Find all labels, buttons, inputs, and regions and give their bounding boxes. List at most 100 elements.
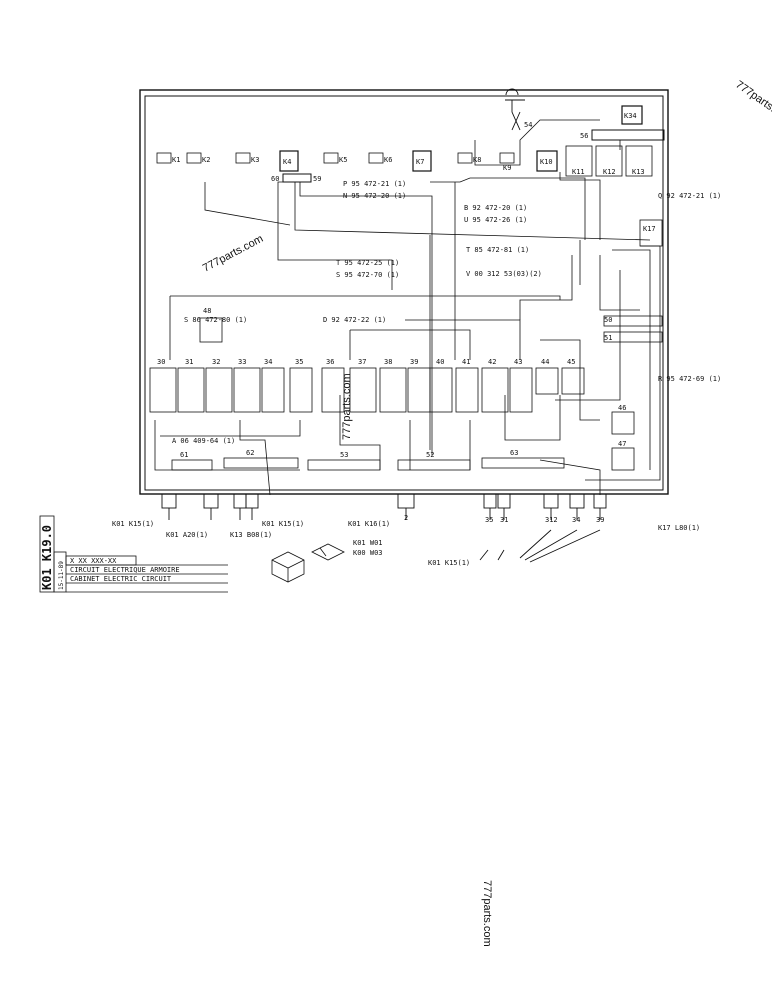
- block-35-label: 35: [295, 358, 303, 366]
- cabinet-frame-inner: [144, 95, 664, 491]
- block-41-label: 41: [462, 358, 470, 366]
- ref-b: B 92 472-20 (1): [464, 204, 527, 212]
- relay-labels: K1 K2 K3 K4 K5 K6 K7 K8 K9 K10 K11 K12 K…: [172, 112, 656, 233]
- cable-glands: [161, 493, 607, 563]
- block-31-label: 31: [185, 358, 193, 366]
- title-block: [39, 515, 228, 593]
- ref-q: Q 92 472-21 (1): [658, 192, 721, 200]
- plug-component-drawing: [271, 543, 345, 583]
- terminal-block-row: [149, 317, 635, 471]
- title-date: 15-11-89: [58, 561, 65, 590]
- strip-60-59: [282, 173, 312, 183]
- block-47-label: 47: [618, 440, 626, 448]
- block-32-label: 32: [212, 358, 220, 366]
- title-en: CABINET ELECTRIC CIRCUIT: [70, 575, 172, 583]
- strip-labels: 61 62 53 52 63 50 51: [180, 316, 612, 459]
- relay-k2-label: K2: [202, 156, 210, 164]
- terminal-block-labels: 30 31 32 33 34 35 36 37 38 39 40 41 42 4…: [157, 307, 626, 448]
- relay-k3-label: K3: [251, 156, 259, 164]
- gland-31-label: 31: [500, 516, 508, 524]
- title-code: K01 K19.0: [40, 525, 54, 590]
- relay-k4-label: K4: [283, 158, 291, 166]
- connector-k01-w01: K01 W01: [353, 539, 383, 547]
- strip-61-label: 61: [180, 451, 188, 459]
- gland-number-labels: 2 35 31 312 34 39: [404, 514, 604, 524]
- connector-k13-b08: K13 B08(1): [230, 531, 272, 539]
- strip-52-label: 52: [426, 451, 434, 459]
- gland-312-label: 312: [545, 516, 558, 524]
- ref-r: R 95 472-69 (1): [658, 375, 721, 383]
- block-42-label: 42: [488, 358, 496, 366]
- strip-60-label: 60: [271, 175, 279, 183]
- gland-39-label: 39: [596, 516, 604, 524]
- ref-u: U 95 472-26 (1): [464, 216, 527, 224]
- cabinet-frame-outer: [139, 89, 669, 495]
- strip-62-label: 62: [246, 449, 254, 457]
- relay-k1-label: K1: [172, 156, 180, 164]
- ref-n: N 95 472-20 (1): [343, 192, 406, 200]
- gland-35-label: 35: [485, 516, 493, 524]
- relay-k5-label: K5: [339, 156, 347, 164]
- block-37-label: 37: [358, 358, 366, 366]
- ref-s2: S 86 472-80 (1): [184, 316, 247, 324]
- ref-s1: S 95 472-70 (1): [336, 271, 399, 279]
- relay-k17-label: K17: [643, 225, 656, 233]
- wiring: [154, 119, 661, 496]
- block-30-label: 30: [157, 358, 165, 366]
- ref-v: V 00 312 53(03)(2): [466, 270, 542, 278]
- relay-k8-label: K8: [473, 156, 481, 164]
- block-38-label: 38: [384, 358, 392, 366]
- block-34-label: 34: [264, 358, 272, 366]
- relay-k12-label: K12: [603, 168, 616, 176]
- ref-t1: T 95 472-25 (1): [336, 259, 399, 267]
- connector-k17-l80: K17 L80(1): [658, 524, 700, 532]
- connector-k01-k15-3: K01 K15(1): [428, 559, 470, 567]
- connector-labels: K01 K15(1) K01 A20(1) K13 B08(1) K01 K15…: [112, 520, 700, 567]
- connector-k01-k16: K01 K16(1): [348, 520, 390, 528]
- connector-k01-a20: K01 A20(1): [166, 531, 208, 539]
- relay-k10-label: K10: [540, 158, 553, 166]
- relay-k7-label: K7: [416, 158, 424, 166]
- block-46-label: 46: [618, 404, 626, 412]
- watermark-top-right: 777parts.: [733, 79, 772, 115]
- strip-51-label: 51: [604, 334, 612, 342]
- relay-k6-label: K6: [384, 156, 392, 164]
- watermark-bottom: 777parts.com: [481, 880, 493, 947]
- relay-row: [156, 105, 663, 247]
- block-44-label: 44: [541, 358, 549, 366]
- ref-p: P 95 472-21 (1): [343, 180, 406, 188]
- reference-labels: P 95 472-21 (1) N 95 472-20 (1) B 92 472…: [172, 180, 721, 445]
- ref-a: A 06 409-64 (1): [172, 437, 235, 445]
- title-fr: CIRCUIT ELECTRIQUE ARMOIRE: [70, 566, 180, 574]
- strip-54-label: 54: [524, 121, 532, 129]
- strip-50-label: 50: [604, 316, 612, 324]
- bottom-terminal-strips: [171, 315, 663, 471]
- relay-k11-label: K11: [572, 168, 585, 176]
- block-39-label: 39: [410, 358, 418, 366]
- block-40-label: 40: [436, 358, 444, 366]
- block-48-label: 48: [203, 307, 211, 315]
- block-33-label: 33: [238, 358, 246, 366]
- connector-k01-k15-2: K01 K15(1): [262, 520, 304, 528]
- ref-t2: T 85 472-81 (1): [466, 246, 529, 254]
- connector-k00-w03: K00 W03: [353, 549, 383, 557]
- strip-56: [591, 129, 665, 141]
- block-45-label: 45: [567, 358, 575, 366]
- strip-53-label: 53: [340, 451, 348, 459]
- relay-k9-label: K9: [503, 164, 511, 172]
- ref-d: D 92 472-22 (1): [323, 316, 386, 324]
- title-ref: X XX XXX-XX: [70, 557, 117, 565]
- watermark-diagram: 777parts.com: [201, 233, 265, 275]
- connector-k01-k15-1: K01 K15(1): [112, 520, 154, 528]
- strip-59-label: 59: [313, 175, 321, 183]
- gland-34-label: 34: [572, 516, 580, 524]
- strip-63-label: 63: [510, 449, 518, 457]
- strip-56-label: 56: [580, 132, 588, 140]
- relay-k13-label: K13: [632, 168, 645, 176]
- block-36-label: 36: [326, 358, 334, 366]
- relay-k34-label: K34: [624, 112, 637, 120]
- k9-device-symbol: [505, 88, 525, 131]
- watermark-center: 777parts.com: [341, 373, 353, 440]
- gland-2-label: 2: [404, 514, 408, 522]
